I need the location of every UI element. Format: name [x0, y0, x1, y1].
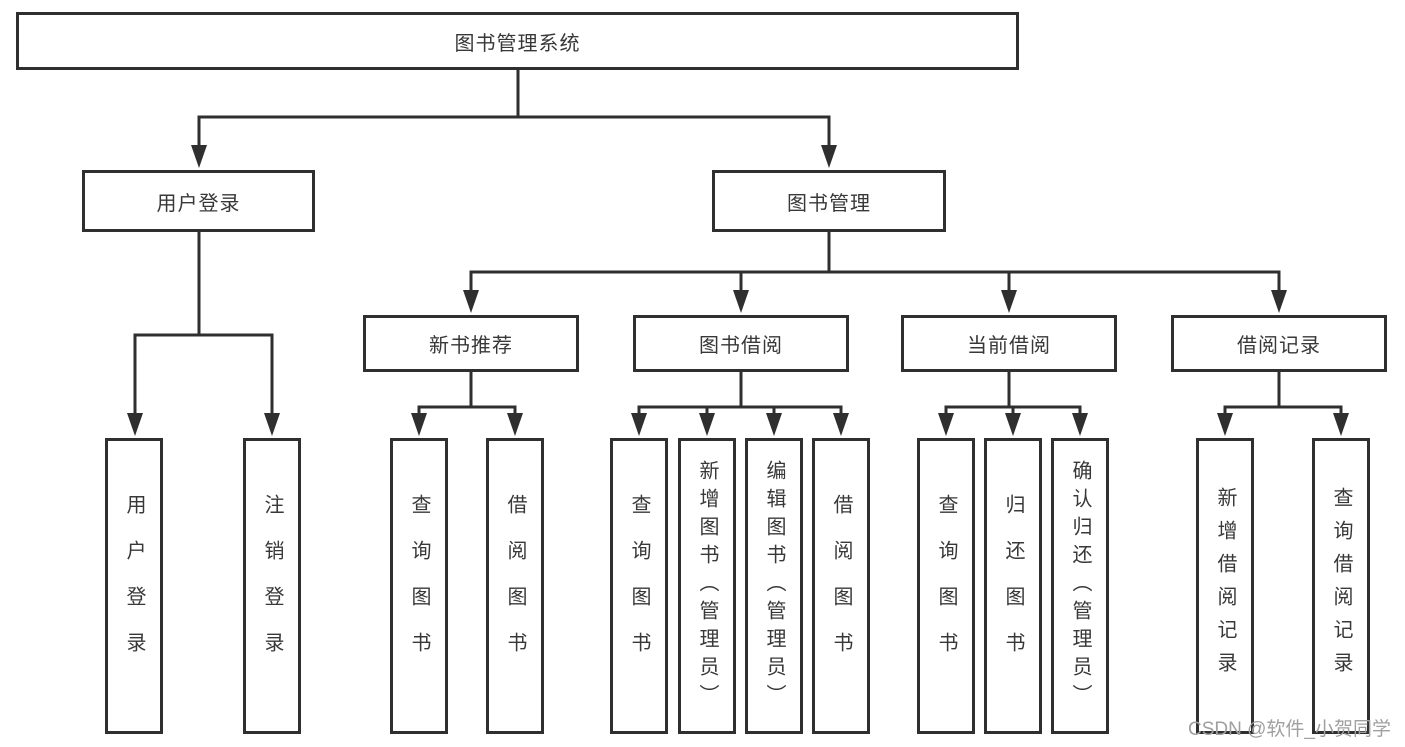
leaf-label-borrow-books-borrowing: 借阅图书 — [830, 494, 852, 678]
group-box-borrowing-records: 借阅记录 — [1171, 315, 1387, 372]
leaf-box-borrow-books-recommend: 借阅图书 — [486, 438, 544, 734]
csdn-watermark: CSDN @软件_小贺同学 — [1188, 719, 1391, 740]
group-box-current-borrowing: 当前借阅 — [901, 315, 1117, 372]
leaf-box-logout: 注销登录 — [243, 438, 301, 734]
leaf-box-query-borrow-record: 查询借阅记录 — [1312, 438, 1370, 734]
leaf-label-user-login: 用户登录 — [123, 494, 145, 678]
leaf-label-add-borrow-record: 新增借阅记录 — [1214, 487, 1236, 685]
leaf-box-add-books-admin: 新增图书（管理员） — [678, 438, 736, 734]
leaf-label-logout: 注销登录 — [261, 494, 283, 678]
group-label-borrowing-records: 借阅记录 — [1237, 335, 1321, 357]
leaf-box-query-books-borrowing: 查询图书 — [610, 438, 668, 734]
leaf-box-user-login: 用户登录 — [105, 438, 163, 734]
leaf-box-borrow-books-borrowing: 借阅图书 — [812, 438, 870, 734]
leaf-box-query-books-current: 查询图书 — [917, 438, 975, 734]
leaf-box-query-books-recommend: 查询图书 — [390, 438, 448, 734]
branch-box-user-login: 用户登录 — [82, 170, 315, 232]
leaf-box-edit-books-admin: 编辑图书（管理员） — [745, 438, 803, 734]
leaf-label-query-borrow-record: 查询借阅记录 — [1330, 487, 1352, 685]
group-label-book-borrowing: 图书借阅 — [699, 335, 783, 357]
root-box-library-management-system: 图书管理系统 — [16, 12, 1019, 70]
leaf-label-confirm-return-admin: 确认归还（管理员） — [1069, 460, 1091, 712]
leaf-box-add-borrow-record: 新增借阅记录 — [1196, 438, 1254, 734]
group-box-new-book-recommend: 新书推荐 — [363, 315, 579, 372]
root-label: 图书管理系统 — [454, 32, 581, 55]
leaf-label-add-books-admin: 新增图书（管理员） — [696, 460, 718, 712]
leaf-label-edit-books-admin: 编辑图书（管理员） — [763, 460, 785, 712]
arrowheads — [127, 145, 1349, 436]
branch-label-user-login: 用户登录 — [156, 192, 241, 215]
leaf-label-query-books-borrowing: 查询图书 — [628, 494, 650, 678]
leaf-box-return-books: 归还图书 — [984, 438, 1042, 734]
branch-label-book-management: 图书管理 — [787, 192, 871, 215]
branch-box-book-management: 图书管理 — [712, 170, 946, 232]
group-label-current-borrowing: 当前借阅 — [967, 335, 1051, 357]
group-box-book-borrowing: 图书借阅 — [633, 315, 849, 372]
leaf-label-query-books-current: 查询图书 — [935, 494, 957, 678]
leaf-box-confirm-return-admin: 确认归还（管理员） — [1051, 438, 1109, 734]
leaf-label-query-books-recommend: 查询图书 — [408, 494, 430, 678]
group-label-new-book-recommend: 新书推荐 — [429, 335, 513, 357]
leaf-label-borrow-books-recommend: 借阅图书 — [504, 494, 526, 678]
leaf-label-return-books: 归还图书 — [1002, 494, 1024, 678]
